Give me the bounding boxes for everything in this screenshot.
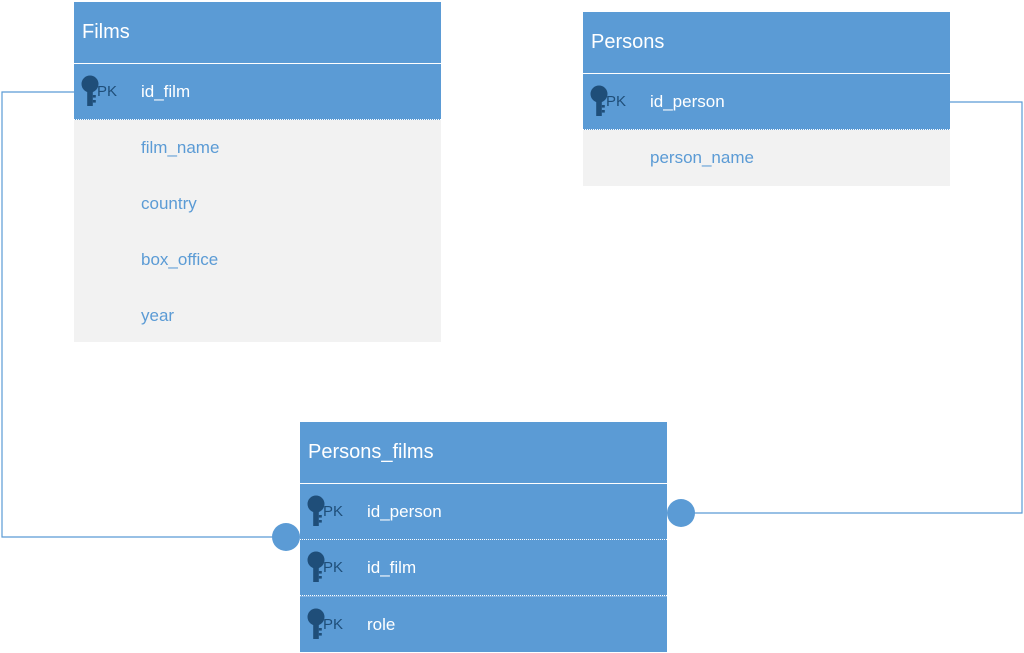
films-field-film-name: film_name [141,138,220,157]
films-field-box-office: box_office [141,250,219,269]
persons-pk-key-cell: PK [583,85,650,119]
persons-films-field-id-person: id_person [367,501,442,521]
films-field-row[interactable]: box_office [74,232,441,288]
pk-label: PK [323,616,344,633]
persons-films-field-role: role [367,614,396,634]
persons-pk-row[interactable]: PK id_person [583,74,950,130]
films-title-text: Films [82,21,130,43]
films-pk-key-cell: PK [74,75,141,109]
films-title: Films [74,2,441,64]
persons-films-pk-key-cell: PK [300,551,367,585]
persons-field-row[interactable]: person_name [583,130,950,186]
persons-films-entity[interactable]: Persons_films PK id_person PK id_film [300,422,667,652]
key-icon [590,85,608,116]
films-relation-endpoint [272,523,300,551]
key-icon [307,495,325,526]
persons-films-pk-row[interactable]: PK role [300,596,667,652]
persons-title: Persons [583,12,950,74]
persons-title-text: Persons [591,31,665,53]
persons-films-pk-row[interactable]: PK id_person [300,484,667,540]
persons-relation-endpoint [667,499,695,527]
pk-label: PK [606,93,627,110]
films-field-row[interactable]: film_name [74,120,441,176]
persons-films-title-text: Persons_films [308,441,434,463]
persons-field-id-person: id_person [650,91,725,111]
persons-field-person-name: person_name [650,148,754,167]
pk-label: PK [323,559,344,576]
key-icon [307,551,325,582]
key-icon [81,75,99,106]
films-field-country: country [141,194,197,213]
persons-films-pk-row[interactable]: PK id_film [300,540,667,596]
pk-label: PK [323,503,344,520]
persons-films-field-id-film: id_film [367,557,417,577]
persons-films-pk-key-cell: PK [300,495,367,529]
films-entity[interactable]: Films PK id_film film_name country box_o… [74,2,441,342]
films-field-id-film: id_film [141,81,191,101]
pk-label: PK [97,83,118,100]
key-icon [307,608,325,639]
films-field-row[interactable]: year [74,288,441,344]
persons-films-title: Persons_films [300,422,667,484]
persons-films-pk-key-cell: PK [300,608,367,642]
persons-entity[interactable]: Persons PK id_person person_name [583,12,950,186]
films-field-row[interactable]: country [74,176,441,232]
films-pk-row[interactable]: PK id_film [74,64,441,120]
films-field-year: year [141,306,175,325]
